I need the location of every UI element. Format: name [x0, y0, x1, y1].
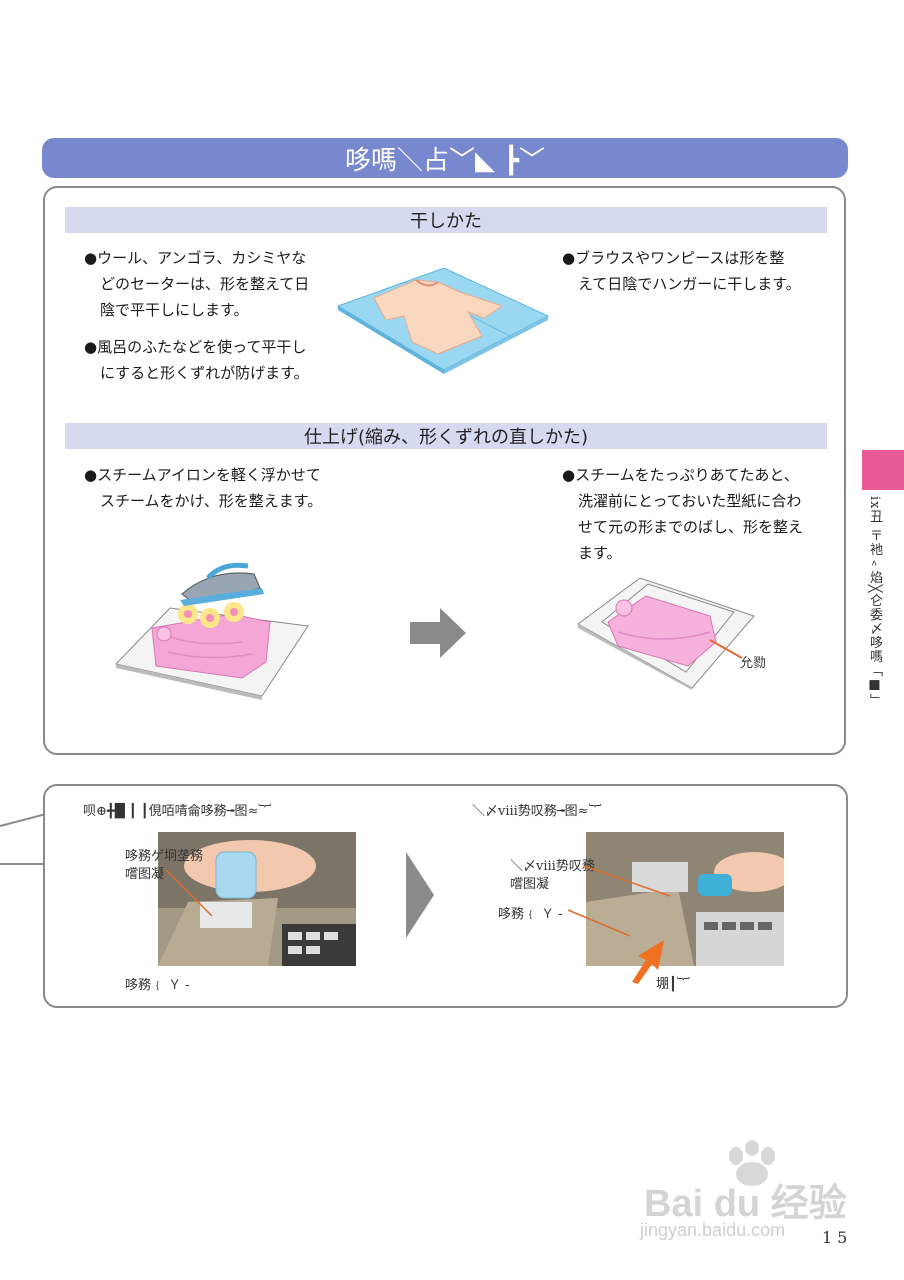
pattern-paper-illustration: [577, 577, 755, 690]
lower-left-label-top: 哆務ゲ坰垄務 嚐图凝: [125, 848, 203, 884]
right-leader-line-top: [583, 865, 671, 897]
bullet-line: せて元の形までのばし、形を整え: [578, 518, 804, 536]
right-leader-line-mid: [567, 909, 631, 937]
dispenser-closing-photo: [586, 832, 784, 966]
bullet-line: どのセーターは、形を整えて日: [100, 275, 310, 293]
bullet-line: えて日陰でハンガーに干します。: [578, 275, 801, 293]
watermark-url: jingyan.baidu.com: [640, 1220, 786, 1240]
pattern-paper-label: 允勠: [740, 656, 767, 671]
drying-bullet-3: ●ブラウスやワンピースは形を整 えて日陰でハンガーに干します。: [562, 245, 801, 297]
lower-right-label-top: ＼〆ⅷ势叹務 嚐图凝: [510, 858, 595, 894]
chapter-side-tab: [862, 450, 904, 490]
bullet-line: ●ブラウスやワンピースは形を整: [562, 249, 785, 267]
detergent-pouring-photo: [158, 832, 356, 966]
drying-heading: 干しかた: [65, 207, 827, 233]
finishing-heading: 仕上げ(縮み、形くずれの直しかた): [65, 423, 827, 449]
finishing-heading-text: 仕上げ(縮み、形くずれの直しかた): [303, 427, 589, 448]
bullet-line: 陰で平干しにします。: [100, 301, 249, 319]
push-arrow-icon: [632, 940, 664, 984]
bullet-line: ●風呂のふたなどを使って平干し: [84, 338, 307, 356]
lower-right-label-bottom: 堋┃︸: [656, 977, 690, 992]
step-chevron-icon: [406, 852, 434, 938]
bullet-line: スチームをかけ、形を整えます。: [100, 492, 323, 510]
lower-right-caption: ＼〆ⅷ势叹務╼图≈︸: [472, 804, 602, 819]
finishing-bullet-2: ●スチームをたっぷりあてたあと、 洗濯前にとっておいた型紙に合わ せて元の形まで…: [562, 462, 803, 566]
flat-dry-sweater-illustration: [336, 267, 550, 374]
page-title-bar: 哆嗎＼占﹀◣ ┣﹀: [42, 138, 848, 178]
label-line: 哆務ゲ坰垄務: [125, 849, 204, 864]
process-arrow-icon: [410, 608, 466, 658]
page-title: 哆嗎＼占﹀◣ ┣﹀: [345, 145, 545, 176]
left-leader-line: [165, 869, 213, 917]
bullet-line: ●ウール、アンゴラ、カシミヤな: [84, 249, 307, 267]
chapter-side-tab-text: ix丑 〒衪﹤焰╳仑委〆哆嗎「■」: [867, 496, 882, 708]
bullet-line: ます。: [578, 544, 622, 562]
label-line: 嚐图凝: [125, 867, 165, 882]
drying-heading-text: 干しかた: [410, 211, 482, 232]
bullet-line: 洗濯前にとっておいた型紙に合わ: [578, 492, 802, 510]
paw-logo-icon: [729, 1140, 775, 1186]
callout-tail: [0, 813, 47, 865]
page-number: 15: [822, 1228, 853, 1247]
baidu-watermark: Bai du 经验 jingyan.baidu.com: [640, 1140, 860, 1250]
drying-bullet-1: ●ウール、アンゴラ、カシミヤな どのセーターは、形を整えて日 陰で平干しにします…: [84, 245, 309, 323]
finishing-bullet-1: ●スチームアイロンを軽く浮かせて スチームをかけ、形を整えます。: [84, 462, 322, 514]
bullet-line: にすると形くずれが防げます。: [100, 364, 309, 382]
drying-bullet-2: ●風呂のふたなどを使って平干し にすると形くずれが防げます。: [84, 334, 309, 386]
lower-left-label-bottom: 哆務﹛ Ｙ -: [125, 978, 190, 993]
label-line: ＼〆ⅷ势叹務: [510, 859, 595, 874]
bullet-line: ●スチームアイロンを軽く浮かせて: [84, 466, 321, 484]
lower-left-caption: 呗⊕╋█ ┃ ┃俔咟啨侖哆務╼图≈︸: [83, 804, 272, 819]
steam-iron-illustration: [115, 562, 309, 700]
bullet-line: ●スチームをたっぷりあてたあと、: [562, 466, 799, 484]
lower-right-label-mid: 哆務﹛ Ｙ -: [498, 907, 563, 922]
watermark-brand: Bai du 经验: [644, 1183, 847, 1225]
label-line: 嚐图凝: [510, 877, 550, 892]
main-panel: [43, 186, 846, 755]
